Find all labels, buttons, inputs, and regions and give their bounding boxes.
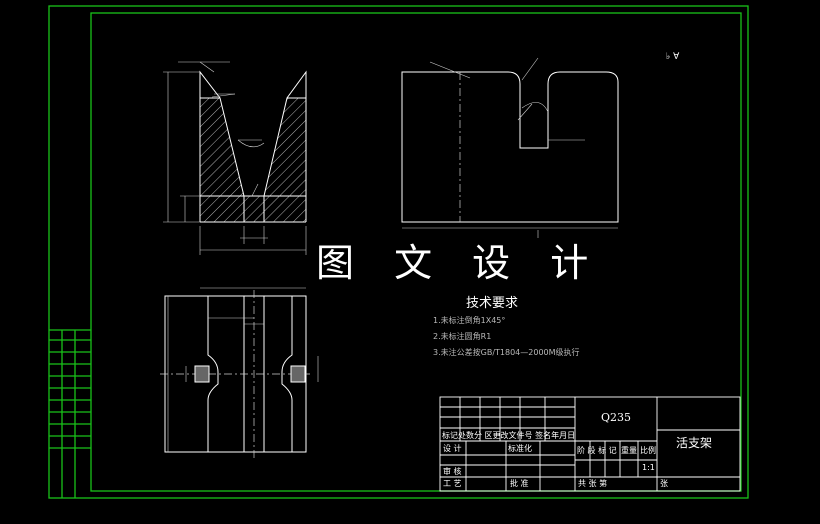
watermark-text: 图 文 设 计 (316, 241, 603, 285)
scale-value: 1:1 (642, 463, 655, 472)
tech-note-2: 2.未标注圆角R1 (433, 332, 492, 341)
side-view (401, 57, 619, 238)
corner-mark: ♭ ∀ (666, 52, 680, 62)
sheet-border (48, 5, 749, 499)
standardization-label: 标准化 (508, 444, 532, 453)
sheet-label: 共 张 第 (578, 479, 608, 488)
process-label: 工 艺 (443, 479, 462, 488)
title-block-grid (439, 396, 741, 492)
part-name: 活支架 (676, 436, 713, 450)
material-label: Q235 (601, 411, 632, 424)
design-label: 设 计 (443, 444, 462, 453)
tech-note-3: 3.未注公差按GB/T1804—2000M级执行 (433, 348, 580, 357)
revision-header: 标记处数分 区更改文件号 签名年月日 (442, 431, 576, 440)
stage-mark-label: 阶 段 标 记 (577, 446, 617, 455)
sheet-end-label: 张 (660, 479, 668, 488)
weight-label: 重量 (621, 446, 637, 455)
approve-label: 批 准 (510, 479, 529, 488)
tech-note-1: 1.未标注倒角1X45° (433, 316, 506, 325)
front-section-view (163, 61, 307, 255)
review-label: 审 核 (443, 467, 462, 476)
scale-label: 比例 (640, 446, 656, 455)
tech-requirements-title: 技术要求 (466, 296, 519, 311)
top-view (160, 287, 319, 458)
